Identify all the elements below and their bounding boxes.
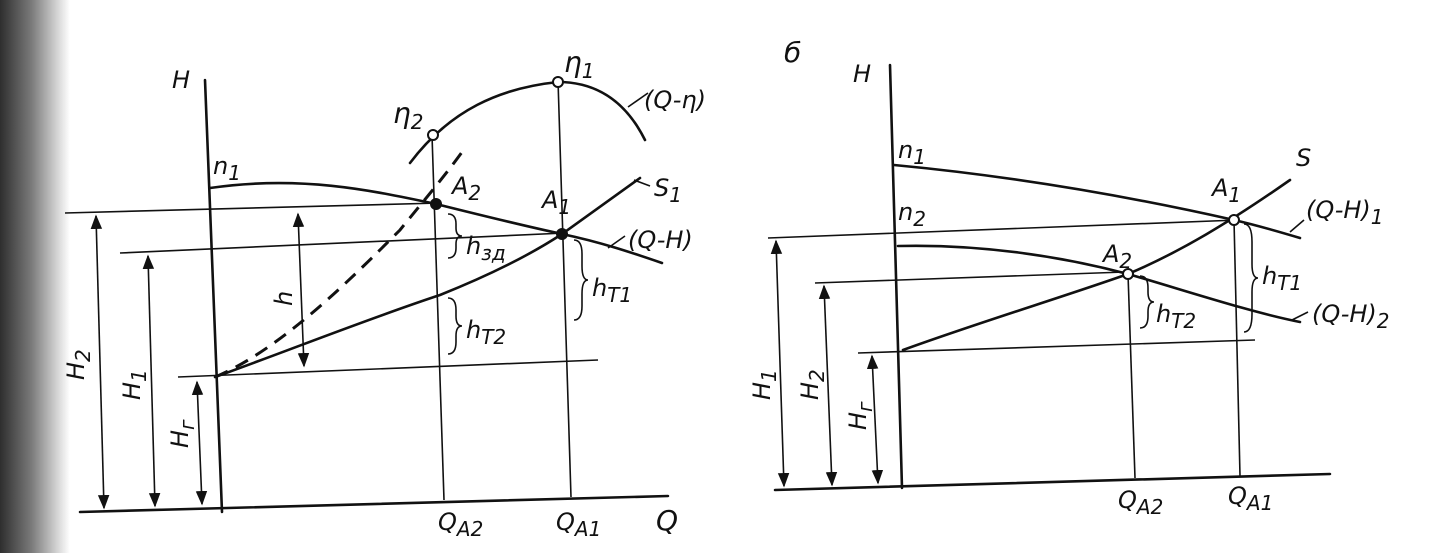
left-ht1-label: hT1 [592, 274, 632, 307]
right-qa1-line [1233, 219, 1241, 477]
left-qa2-line [431, 134, 445, 501]
right-point-a1 [1228, 214, 1240, 226]
left-eff-leader [627, 92, 649, 108]
left-dim-h2-arrow [90, 214, 110, 510]
left-brace-ht1 [573, 239, 589, 321]
right-h1-level-line [767, 219, 1239, 239]
left-eta2-label: η2 [393, 97, 423, 134]
left-h1-label: H1 [118, 369, 151, 400]
right-diagram: б H n1 n2 S A1 A2 (Q-H)1 (Q-H)2 hT1 hT2 … [748, 36, 1390, 519]
left-eta1-label: η1 [564, 46, 594, 83]
left-dim-h1-arrow [142, 254, 161, 508]
right-h1-label: H1 [748, 369, 781, 400]
right-curve1-leader [1289, 219, 1305, 233]
right-x-axis [773, 472, 1332, 492]
left-brace-hzd [447, 213, 463, 259]
right-s-label: S [1296, 144, 1311, 172]
left-a2-label: A2 [450, 172, 481, 205]
left-point-a1 [556, 228, 568, 240]
right-pump-curve-1 [892, 163, 1302, 240]
left-point-eta2 [427, 129, 439, 141]
left-ht2-label: hT2 [466, 316, 506, 349]
left-efficiency-curve [408, 80, 647, 165]
right-n2-label: n2 [898, 198, 926, 231]
left-diagram: H Q (Q-η) η1 η2 n1 S1 (Q-H) A1 A2 hзд hT… [62, 46, 706, 541]
right-brace-ht2 [1139, 275, 1155, 329]
left-dim-h-arrow [292, 212, 310, 368]
left-hg-level-line [177, 359, 599, 378]
left-h2-label: H2 [62, 349, 95, 380]
right-dim-h1-arrow [770, 239, 790, 488]
left-x-axis [78, 494, 670, 514]
right-curve1-label: (Q-H)1 [1306, 196, 1384, 229]
right-point-a2 [1122, 268, 1134, 280]
right-panel-label: б [784, 36, 801, 69]
left-qh-label: (Q-H) [628, 226, 693, 254]
right-axis-h-label: H [853, 60, 871, 88]
left-point-eta1 [552, 76, 564, 88]
right-ht1-label: hT1 [1262, 262, 1302, 295]
left-hzd-label: hзд [466, 232, 506, 265]
left-pump-curve-qh [208, 181, 664, 265]
right-curve2-label: (Q-H)2 [1312, 300, 1390, 333]
right-qa2-label: QA2 [1118, 486, 1163, 519]
left-qa1-line [557, 79, 572, 498]
left-dim-hg-arrow [191, 380, 208, 506]
left-h2-level-line [64, 202, 441, 214]
left-s1-label: S1 [654, 174, 682, 207]
left-s1-leader [633, 179, 651, 187]
left-axis-h-label: H [172, 66, 190, 94]
right-curve2-leader [1291, 311, 1309, 321]
right-ht2-label: hT2 [1156, 300, 1196, 333]
left-hg-label: Hг [166, 419, 199, 448]
right-h2-label: H2 [796, 369, 829, 400]
left-eff-curve-label: (Q-η) [644, 86, 706, 114]
left-brace-ht2 [447, 297, 463, 355]
left-y-axis [203, 78, 224, 514]
left-throttled-system-curve [214, 147, 467, 379]
right-n1-label: n1 [898, 136, 926, 169]
right-qa2-line [1127, 273, 1136, 479]
right-brace-ht1 [1243, 223, 1259, 333]
left-point-a2 [430, 198, 442, 210]
scan-shadow [0, 0, 70, 553]
left-axis-q-label: Q [656, 504, 678, 537]
left-a1-label: A1 [540, 186, 571, 219]
right-a2-label: A2 [1101, 240, 1132, 273]
left-h1-level-line [119, 232, 566, 254]
right-h2-level-line [814, 271, 1126, 284]
right-hg-level-line [857, 339, 1256, 354]
left-qa1-label: QA1 [556, 508, 601, 541]
right-qa1-label: QA1 [1228, 482, 1273, 515]
right-dim-h2-arrow [818, 284, 838, 487]
right-y-axis [888, 63, 904, 490]
left-qh-leader [607, 235, 626, 249]
right-dim-hg-arrow [866, 354, 884, 485]
left-h-label: h [270, 291, 298, 306]
right-hg-label: Hг [844, 401, 877, 430]
right-a1-label: A1 [1210, 174, 1241, 207]
left-n1-label: n1 [213, 152, 241, 185]
left-qa2-label: QA2 [438, 508, 483, 541]
